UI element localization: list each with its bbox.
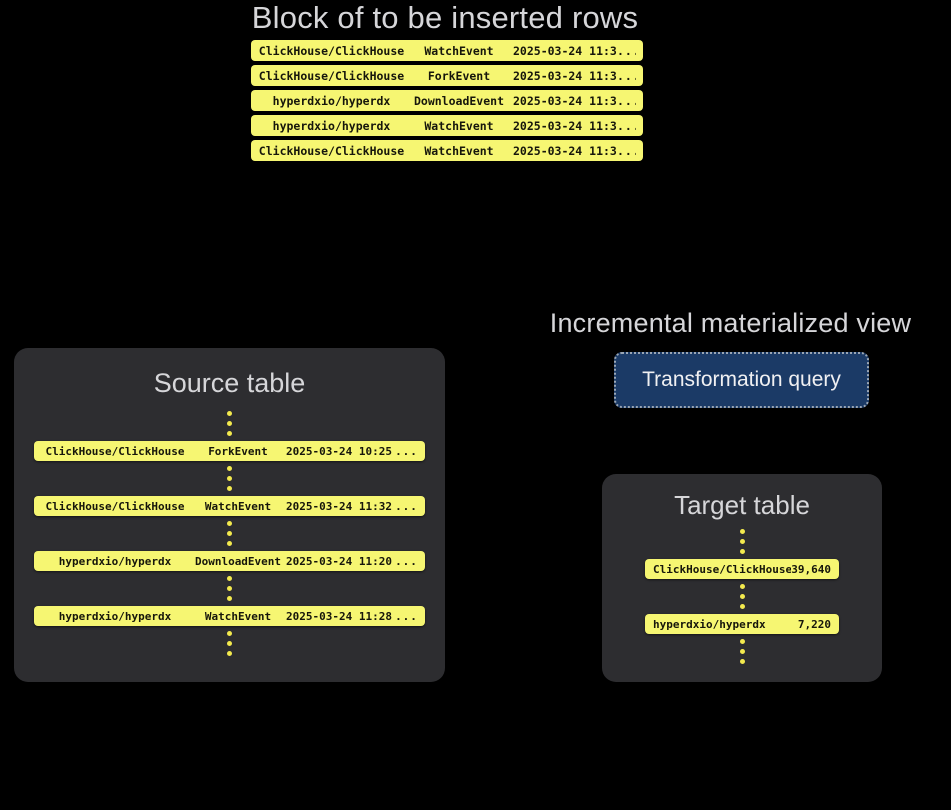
row-event: DownloadEvent [194, 554, 282, 568]
row-timestamp: 2025-03-24 11:35:48 [513, 93, 617, 108]
materialized-view-title: Incremental materialized view [549, 308, 912, 338]
vertical-ellipsis-icon [34, 411, 425, 436]
row-repo: ClickHouse/ClickHouse [653, 562, 792, 576]
vertical-ellipsis-icon [34, 631, 425, 656]
table-row: ClickHouse/ClickHouse 39,640 [645, 559, 839, 579]
row-event: DownloadEvent [413, 93, 504, 108]
table-row: hyperdxio/hyperdx DownloadEvent 2025-03-… [34, 551, 425, 571]
vertical-ellipsis-icon [645, 639, 839, 664]
table-row: hyperdxio/hyperdx 7,220 [645, 614, 839, 634]
row-repo: hyperdxio/hyperdx [272, 93, 391, 108]
source-table-title: Source table [153, 368, 306, 398]
row-repo: hyperdxio/hyperdx [58, 554, 172, 568]
row-event: WatchEvent [424, 118, 494, 133]
row-timestamp: 2025-03-24 11:32:54 [286, 499, 394, 513]
row-ellipsis: ... [617, 93, 636, 108]
row-timestamp: 2025-03-24 11:35:52 [513, 118, 617, 133]
vertical-ellipsis-icon [645, 529, 839, 554]
table-row: ClickHouse/ClickHouse WatchEvent 2025-03… [251, 40, 643, 61]
row-timestamp: 2025-03-24 11:28:32 [286, 609, 394, 623]
block-title: Block of to be inserted rows [251, 0, 639, 35]
row-repo: ClickHouse/ClickHouse [258, 68, 405, 83]
row-ellipsis: ... [395, 444, 418, 458]
insert-block-rows: ClickHouse/ClickHouse WatchEvent 2025-03… [251, 40, 643, 161]
target-table-title: Target table [674, 490, 810, 520]
row-repo: hyperdxio/hyperdx [272, 118, 391, 133]
target-table-panel: Target table ClickHouse/ClickHouse 39,64… [602, 474, 882, 682]
table-row: ClickHouse/ClickHouse WatchEvent 2025-03… [34, 496, 425, 516]
vertical-ellipsis-icon [34, 466, 425, 491]
row-timestamp: 2025-03-24 11:35:40 [513, 43, 617, 58]
table-row: ClickHouse/ClickHouse ForkEvent 2025-03-… [251, 65, 643, 86]
source-table-panel: Source table ClickHouse/ClickHouse ForkE… [14, 348, 445, 682]
row-ellipsis: ... [617, 68, 636, 83]
row-event: ForkEvent [427, 68, 491, 83]
table-row: hyperdxio/hyperdx DownloadEvent 2025-03-… [251, 90, 643, 111]
row-repo: hyperdxio/hyperdx [58, 609, 172, 623]
row-value: 39,640 [791, 562, 831, 576]
row-event: WatchEvent [204, 499, 272, 513]
row-ellipsis: ... [395, 609, 418, 623]
row-timestamp: 2025-03-24 11:20:12 [286, 554, 394, 568]
vertical-ellipsis-icon [645, 584, 839, 609]
vertical-ellipsis-icon [34, 521, 425, 546]
table-row: hyperdxio/hyperdx WatchEvent 2025-03-24 … [251, 115, 643, 136]
row-ellipsis: ... [395, 499, 418, 513]
row-timestamp: 2025-03-24 11:35:44 [513, 68, 617, 83]
row-ellipsis: ... [617, 43, 636, 58]
row-ellipsis: ... [617, 143, 636, 158]
row-repo: hyperdxio/hyperdx [653, 617, 766, 631]
table-row: hyperdxio/hyperdx WatchEvent 2025-03-24 … [34, 606, 425, 626]
row-ellipsis: ... [617, 118, 636, 133]
row-ellipsis: ... [395, 554, 418, 568]
vertical-ellipsis-icon [34, 576, 425, 601]
row-repo: ClickHouse/ClickHouse [258, 43, 405, 58]
transformation-query-box[interactable]: Transformation query [614, 352, 869, 408]
row-repo: ClickHouse/ClickHouse [45, 444, 185, 458]
row-event: WatchEvent [204, 609, 272, 623]
row-value: 7,220 [797, 617, 831, 631]
transformation-query-label: Transformation query [642, 368, 841, 391]
target-table-rows: ClickHouse/ClickHouse 39,640 hyperdxio/h… [645, 524, 839, 669]
row-event: ForkEvent [208, 444, 268, 458]
row-timestamp: 2025-03-24 11:35:54 [513, 143, 617, 158]
row-repo: ClickHouse/ClickHouse [258, 143, 405, 158]
table-row: ClickHouse/ClickHouse WatchEvent 2025-03… [251, 140, 643, 161]
table-row: ClickHouse/ClickHouse ForkEvent 2025-03-… [34, 441, 425, 461]
row-repo: ClickHouse/ClickHouse [45, 499, 185, 513]
row-event: WatchEvent [424, 43, 494, 58]
row-timestamp: 2025-03-24 10:25:00 [286, 444, 394, 458]
row-event: WatchEvent [424, 143, 494, 158]
source-table-rows: ClickHouse/ClickHouse ForkEvent 2025-03-… [34, 406, 425, 661]
